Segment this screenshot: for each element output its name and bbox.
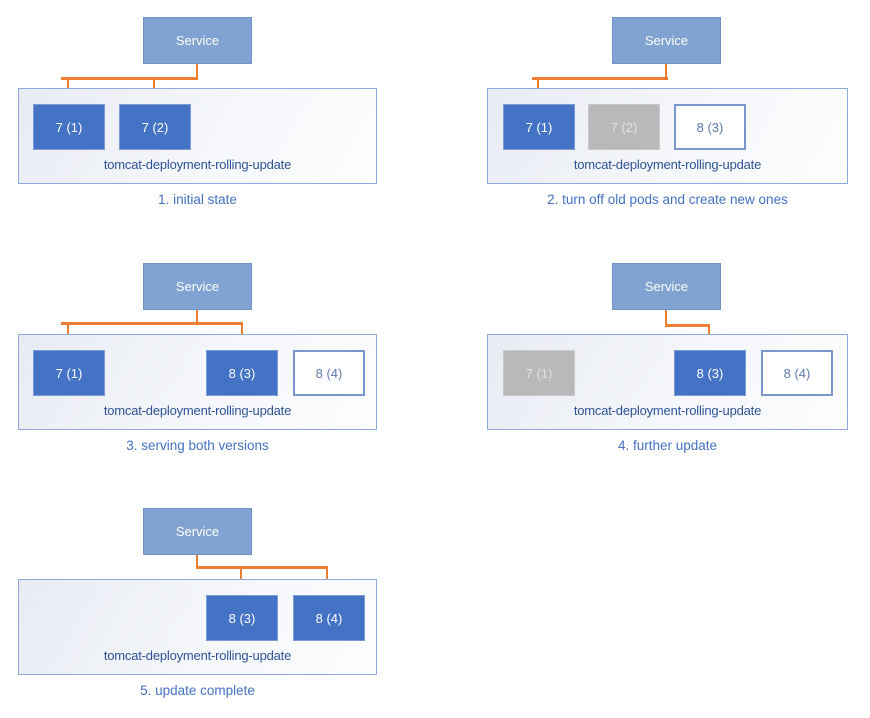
connector-segment	[66, 77, 70, 94]
pod-7-2: 7 (2)	[119, 104, 191, 150]
service-label: Service	[644, 33, 689, 48]
pod-7-1: 7 (1)	[33, 104, 105, 150]
service-label: Service	[175, 33, 220, 48]
step-caption: 4. further update	[617, 438, 718, 453]
pod-8-3: 8 (3)	[206, 595, 278, 641]
service-box: Service	[143, 263, 252, 310]
panel-step-1: Service 7 (1) 7 (2) tomcat-deployment-ro…	[0, 0, 435, 246]
pod-7-1: 7 (1)	[503, 104, 575, 150]
connector-segment	[325, 566, 329, 585]
connector-segment	[195, 64, 199, 79]
deployment-box: 7 (1) 7 (2) 8 (3) tomcat-deployment-roll…	[487, 88, 848, 184]
deployment-name-label: tomcat-deployment-rolling-update	[573, 157, 762, 172]
step-caption: 5. update complete	[140, 683, 255, 698]
connector-segment	[61, 77, 198, 80]
panel-step-5: Service 8 (3) 8 (4) tomcat-deployment-ro…	[0, 491, 435, 718]
connector-segment	[195, 310, 199, 324]
connector-segment	[152, 77, 156, 94]
pod-8-4: 8 (4)	[293, 350, 365, 396]
pod-label: 7 (1)	[55, 365, 83, 381]
panel-step-3: Service 7 (1) 8 (3) 8 (4) tomcat-deploym…	[0, 246, 435, 492]
pod-label: 7 (1)	[525, 119, 553, 135]
pod-8-3: 8 (3)	[674, 104, 746, 150]
pod-label: 7 (1)	[55, 119, 83, 135]
connector-segment	[61, 322, 243, 325]
deployment-box: 7 (1) 7 (2) tomcat-deployment-rolling-up…	[18, 88, 377, 184]
pod-8-4: 8 (4)	[761, 350, 833, 396]
service-label: Service	[175, 279, 220, 294]
service-box: Service	[143, 508, 252, 555]
connector-segment	[664, 310, 668, 326]
connector-segment	[66, 322, 70, 340]
step-caption: 3. serving both versions	[126, 438, 269, 453]
pod-label: 7 (2)	[141, 119, 169, 135]
service-label: Service	[644, 279, 689, 294]
panel-step-2: Service 7 (1) 7 (2) 8 (3) tomcat-deploym…	[435, 0, 870, 246]
pod-label: 7 (1)	[525, 365, 553, 381]
pod-8-3: 8 (3)	[206, 350, 278, 396]
pod-label: 8 (3)	[228, 610, 256, 626]
pod-7-2: 7 (2)	[588, 104, 660, 150]
connector-segment	[240, 322, 244, 340]
pod-label: 8 (4)	[315, 365, 343, 381]
deployment-name-label: tomcat-deployment-rolling-update	[103, 157, 292, 172]
pod-8-3: 8 (3)	[674, 350, 746, 396]
connector-segment	[536, 77, 540, 94]
connector-segment	[195, 566, 328, 569]
pod-8-4: 8 (4)	[293, 595, 365, 641]
deployment-name-label: tomcat-deployment-rolling-update	[573, 403, 762, 418]
pod-7-1: 7 (1)	[33, 350, 105, 396]
deployment-box: 7 (1) 8 (3) 8 (4) tomcat-deployment-roll…	[487, 334, 848, 430]
deployment-box: 7 (1) 8 (3) 8 (4) tomcat-deployment-roll…	[18, 334, 377, 430]
connector-segment	[195, 555, 199, 568]
connector-segment	[531, 77, 668, 80]
service-box: Service	[143, 17, 252, 64]
connector-segment	[239, 566, 243, 585]
pod-label: 7 (2)	[610, 119, 638, 135]
pod-7-1: 7 (1)	[503, 350, 575, 396]
connector-segment	[664, 324, 710, 327]
pod-label: 8 (4)	[783, 365, 811, 381]
service-box: Service	[612, 17, 721, 64]
connector-segment	[707, 324, 711, 340]
service-label: Service	[175, 524, 220, 539]
panel-step-4: Service 7 (1) 8 (3) 8 (4) tomcat-deploym…	[435, 246, 870, 492]
pod-label: 8 (3)	[696, 365, 724, 381]
pod-label: 8 (3)	[228, 365, 256, 381]
step-caption: 2. turn off old pods and create new ones	[547, 192, 788, 207]
connector-segment	[664, 64, 668, 79]
deployment-name-label: tomcat-deployment-rolling-update	[103, 648, 292, 663]
deployment-box: 8 (3) 8 (4) tomcat-deployment-rolling-up…	[18, 579, 377, 675]
step-caption: 1. initial state	[158, 192, 237, 207]
pod-label: 8 (4)	[315, 610, 343, 626]
deployment-name-label: tomcat-deployment-rolling-update	[103, 403, 292, 418]
service-box: Service	[612, 263, 721, 310]
pod-label: 8 (3)	[696, 119, 724, 135]
